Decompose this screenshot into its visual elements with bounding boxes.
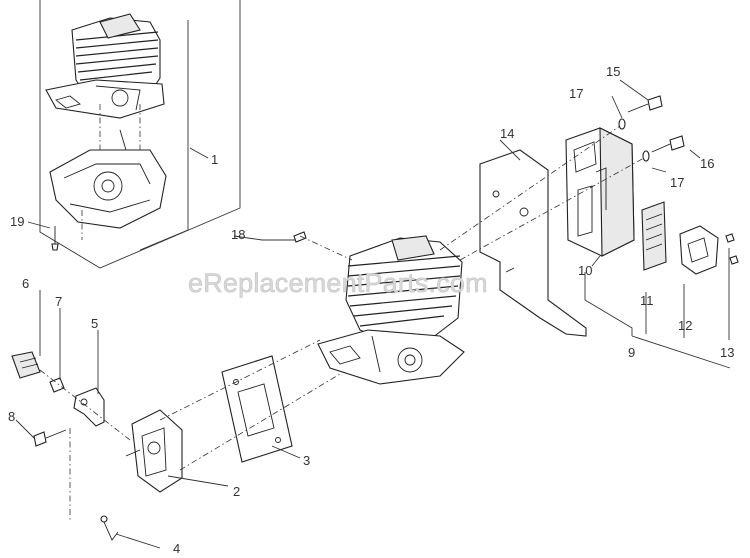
heat-shield-14 (479, 149, 587, 337)
callout-10: 10 (578, 263, 592, 278)
callout-2: 2 (233, 484, 240, 499)
callout-6: 6 (22, 276, 29, 291)
knob-6 (11, 351, 41, 379)
callout-3: 3 (303, 453, 310, 468)
callout-15: 15 (606, 64, 620, 79)
screw-15 (627, 95, 663, 113)
leader-lines (15, 79, 731, 549)
callout-12: 12 (678, 318, 692, 333)
stud-19 (51, 226, 59, 251)
washer-17-top (618, 118, 626, 130)
screw-16 (651, 135, 685, 153)
callout-5: 5 (91, 316, 98, 331)
bracket-5 (73, 387, 105, 427)
rod-4 (100, 515, 119, 541)
callout-7: 7 (55, 294, 62, 309)
callout-numbers: 1 2 3 4 5 6 7 8 9 10 11 12 13 14 15 16 1… (8, 64, 734, 556)
spark-screen-11 (641, 201, 667, 271)
muffler-cover-12 (679, 225, 719, 275)
nut-7 (49, 377, 65, 393)
callout-11: 11 (640, 293, 654, 308)
callout-1: 1 (211, 152, 218, 167)
engine-assembly (317, 235, 465, 385)
watermark-text: eReplacementParts.com (188, 268, 488, 298)
intake-gasket-3 (221, 355, 293, 463)
insulator-2 (125, 409, 183, 493)
callout-18: 18 (231, 227, 245, 242)
washer-17-bottom (642, 150, 650, 162)
screws-13 (725, 233, 739, 265)
callout-16: 16 (700, 156, 714, 171)
callout-17-bottom: 17 (670, 175, 684, 190)
callout-9: 9 (628, 345, 635, 360)
pin-18 (293, 231, 307, 243)
muffler-10 (565, 127, 635, 257)
kit-box-outline (39, 0, 241, 269)
callout-17-top: 17 (569, 86, 583, 101)
screw-8 (33, 429, 67, 447)
callout-14: 14 (500, 126, 514, 141)
callout-4: 4 (173, 541, 180, 556)
callout-19: 19 (10, 214, 24, 229)
callout-13: 13 (720, 345, 734, 360)
crankcase-lower-half (49, 129, 167, 229)
callout-8: 8 (8, 409, 15, 424)
cylinder-crankcase-assembly (45, 13, 165, 119)
